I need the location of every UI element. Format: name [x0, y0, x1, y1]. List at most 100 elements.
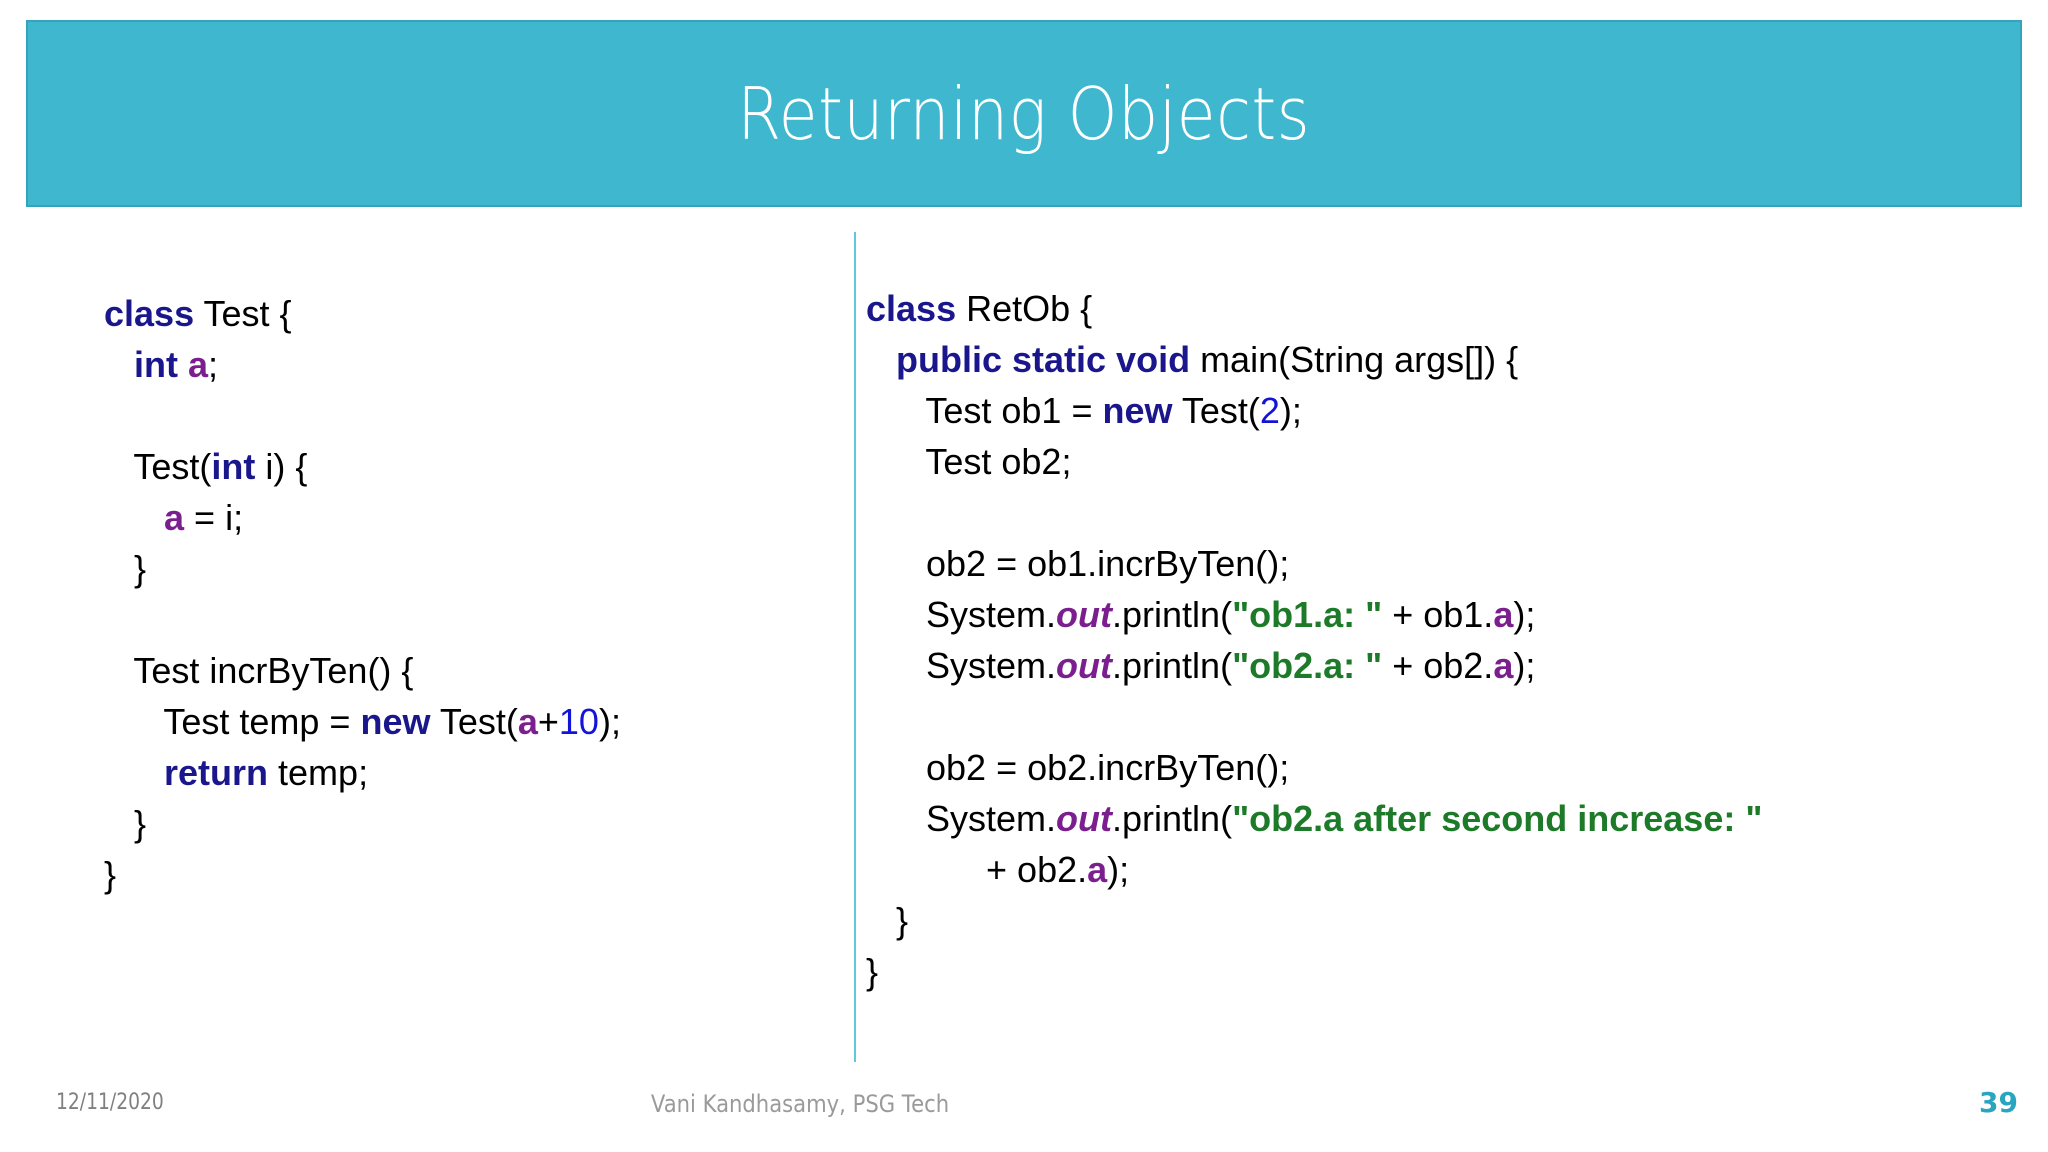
code-token-plain: );: [1279, 390, 1302, 431]
slide-title-banner: Returning Objects: [26, 20, 2022, 207]
code-token-plain: Test(: [430, 701, 518, 742]
code-token-plain: RetOb {: [956, 288, 1093, 329]
code-token-plain: [104, 395, 114, 436]
code-token-plain: + ob2.: [1382, 645, 1494, 686]
code-line: System.out.println("ob2.a after second i…: [866, 793, 1762, 844]
code-token-plain: );: [1513, 594, 1536, 635]
code-line: }: [104, 543, 621, 594]
code-token-plain: }: [104, 803, 147, 844]
column-divider: [854, 232, 856, 1062]
code-line: Test ob1 = new Test(2);: [866, 385, 1762, 436]
code-token-plain: = i;: [184, 497, 244, 538]
code-line: [866, 691, 1762, 742]
code-token-field: out: [1056, 798, 1113, 839]
code-token-plain: }: [866, 900, 909, 941]
code-token-plain: );: [598, 701, 621, 742]
code-token-var: a: [188, 344, 209, 385]
code-token-num: 10: [558, 701, 599, 742]
code-token-plain: ob2 = ob1.incrByTen();: [866, 543, 1290, 584]
code-line: int a;: [104, 339, 621, 390]
code-token-plain: [104, 344, 134, 385]
footer-date: 12/11/2020: [56, 1090, 164, 1115]
code-token-plain: .println(: [1112, 645, 1233, 686]
code-token-plain: }: [104, 548, 147, 589]
code-token-plain: [104, 497, 164, 538]
code-line: }: [866, 946, 1762, 997]
code-line: System.out.println("ob2.a: " + ob2.a);: [866, 640, 1762, 691]
code-token-plain: [866, 339, 896, 380]
code-token-plain: [104, 599, 114, 640]
code-token-plain: System.: [866, 645, 1057, 686]
code-token-plain: System.: [866, 798, 1057, 839]
code-token-plain: temp;: [268, 752, 369, 793]
footer-credit: Vani Kandhasamy, PSG Tech: [650, 1090, 950, 1118]
code-token-plain: .println(: [1112, 798, 1233, 839]
code-line: a = i;: [104, 492, 621, 543]
code-line: Test temp = new Test(a+10);: [104, 696, 621, 747]
code-token-plain: main(String args[]) {: [1190, 339, 1519, 380]
code-block-retob-class: class RetOb { public static void main(St…: [866, 283, 1762, 997]
code-token-str: "ob2.a after second increase: ": [1232, 798, 1763, 839]
code-token-plain: i) {: [255, 446, 308, 487]
code-token-kw: public static void: [896, 339, 1191, 380]
code-token-var: a: [1087, 849, 1108, 890]
code-line: }: [866, 895, 1762, 946]
code-token-kw: new: [360, 701, 431, 742]
code-token-plain: );: [1107, 849, 1130, 890]
code-token-plain: Test(: [104, 446, 212, 487]
code-token-var: a: [164, 497, 185, 538]
code-line: + ob2.a);: [866, 844, 1762, 895]
code-line: }: [104, 798, 621, 849]
code-token-plain: Test(: [1172, 390, 1260, 431]
code-line: Test ob2;: [866, 436, 1762, 487]
code-line: [104, 390, 621, 441]
code-token-var: a: [517, 701, 538, 742]
code-token-kw: new: [1102, 390, 1173, 431]
code-token-plain: System.: [866, 594, 1057, 635]
page-title: Returning Objects: [737, 71, 1311, 156]
code-token-kw: class: [866, 288, 957, 329]
code-block-test-class: class Test { int a; Test(int i) { a = i;…: [104, 288, 621, 900]
code-token-str: "ob1.a: ": [1232, 594, 1383, 635]
code-token-plain: [866, 492, 876, 533]
code-token-plain: );: [1513, 645, 1536, 686]
code-token-kw: class: [104, 293, 195, 334]
code-token-kw: return: [164, 752, 269, 793]
code-token-plain: Test temp =: [104, 701, 361, 742]
code-line: [104, 594, 621, 645]
code-token-plain: + ob2.: [866, 849, 1088, 890]
code-line: public static void main(String args[]) {: [866, 334, 1762, 385]
code-token-plain: [104, 752, 164, 793]
code-token-plain: .println(: [1112, 594, 1233, 635]
code-token-plain: ;: [208, 344, 219, 385]
code-line: return temp;: [104, 747, 621, 798]
code-token-plain: Test {: [194, 293, 292, 334]
code-line: class Test {: [104, 288, 621, 339]
code-line: ob2 = ob2.incrByTen();: [866, 742, 1762, 793]
code-line: System.out.println("ob1.a: " + ob1.a);: [866, 589, 1762, 640]
code-line: Test(int i) {: [104, 441, 621, 492]
code-token-kw: int: [211, 446, 256, 487]
code-token-str: "ob2.a: ": [1232, 645, 1383, 686]
code-token-var: a: [1493, 645, 1514, 686]
code-token-plain: Test ob2;: [866, 441, 1072, 482]
code-token-plain: ob2 = ob2.incrByTen();: [866, 747, 1290, 788]
code-line: class RetOb {: [866, 283, 1762, 334]
code-line: [866, 487, 1762, 538]
code-line: ob2 = ob1.incrByTen();: [866, 538, 1762, 589]
code-token-plain: }: [104, 854, 117, 895]
code-token-plain: }: [866, 951, 879, 992]
code-token-plain: [866, 696, 876, 737]
code-token-plain: [178, 344, 188, 385]
code-token-plain: +: [537, 701, 559, 742]
code-token-field: out: [1056, 594, 1113, 635]
code-line: Test incrByTen() {: [104, 645, 621, 696]
code-token-plain: Test incrByTen() {: [104, 650, 414, 691]
code-token-kw: int: [134, 344, 178, 385]
page-number: 39: [1979, 1086, 2018, 1119]
code-token-field: out: [1056, 645, 1113, 686]
code-token-plain: Test ob1 =: [866, 390, 1103, 431]
code-line: }: [104, 849, 621, 900]
code-token-plain: + ob1.: [1382, 594, 1494, 635]
code-token-var: a: [1493, 594, 1514, 635]
